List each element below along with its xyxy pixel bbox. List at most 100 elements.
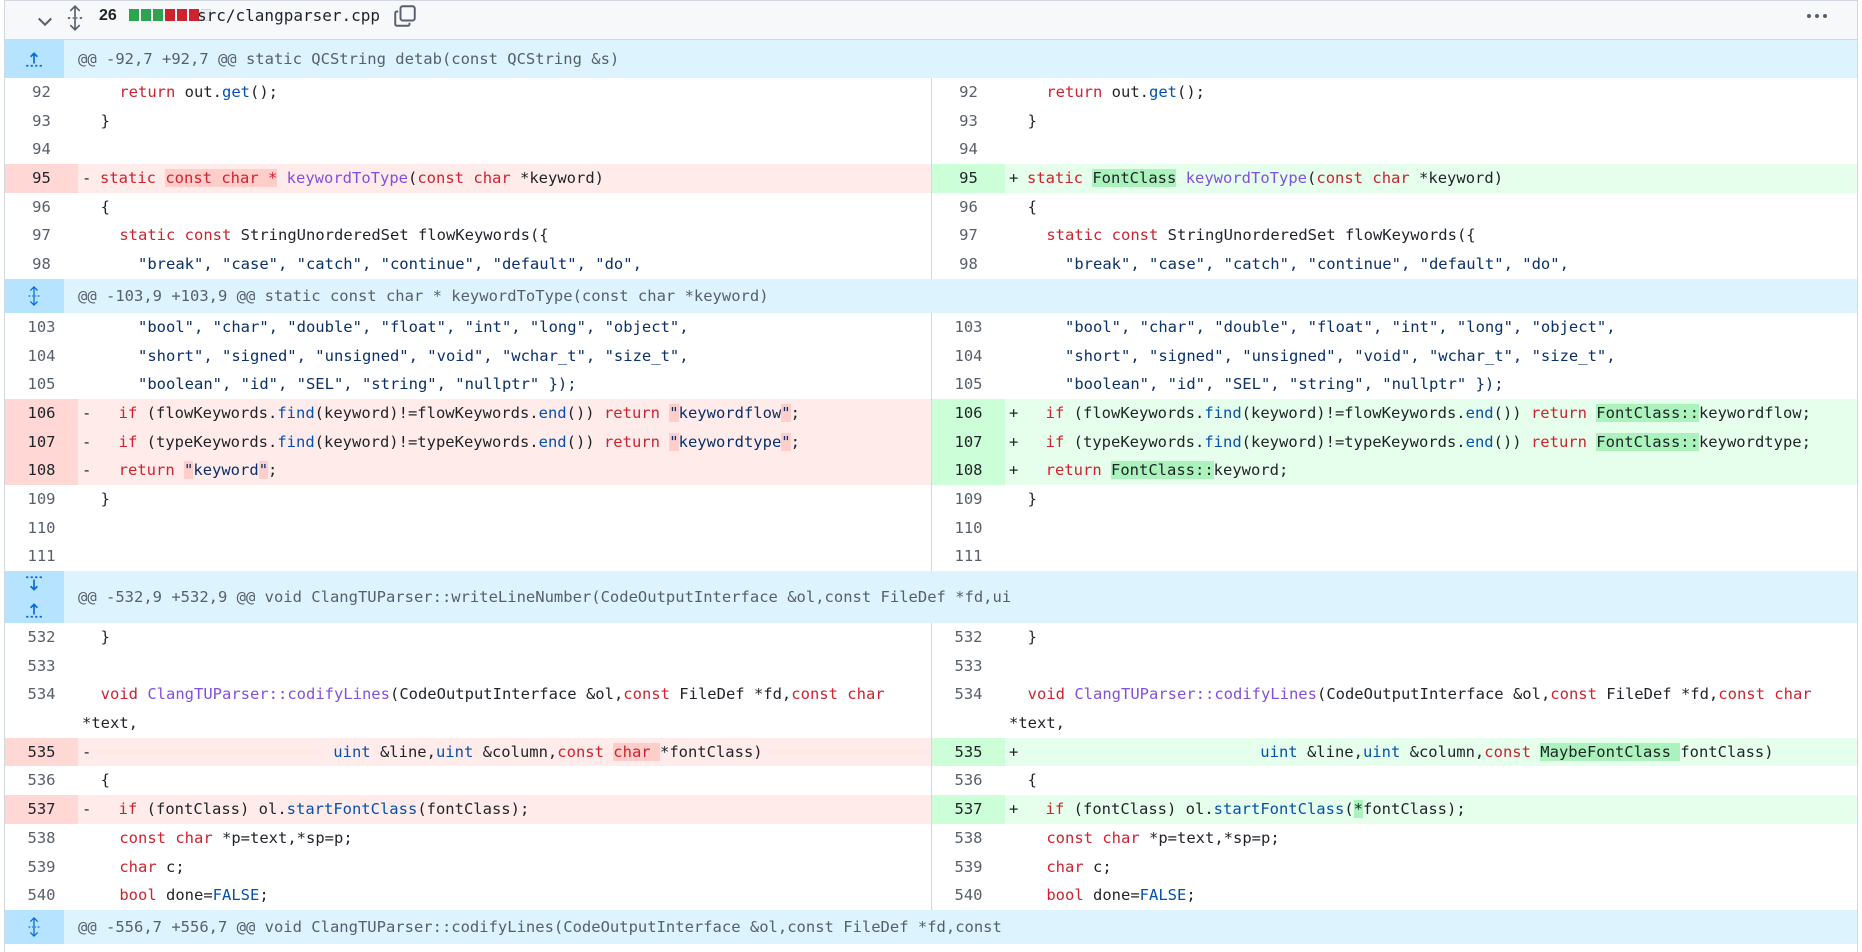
line-number[interactable]: 93 [32, 111, 51, 130]
line-number[interactable]: 109 [27, 489, 56, 508]
code-line: "short", "signed", "unsigned", "void", "… [138, 346, 689, 365]
line-number[interactable]: 108 [932, 456, 1005, 485]
unfold-icon[interactable] [65, 5, 85, 31]
code-line: { [100, 197, 111, 216]
hunk-header: @@ -556,7 +556,7 @@ void ClangTUParser::… [5, 909, 1857, 944]
line-number[interactable]: 96 [32, 197, 51, 216]
line-number[interactable]: 533 [954, 656, 983, 675]
line-number[interactable]: 104 [27, 346, 56, 365]
hunk-text: @@ -532,9 +532,9 @@ void ClangTUParser::… [78, 588, 1012, 606]
code-line-deleted: - if (typeKeywords.find(keyword)!=typeKe… [78, 427, 931, 457]
code-line: { [1027, 771, 1038, 790]
line-number[interactable]: 106 [932, 398, 1005, 428]
hunk-header: @@ -92,7 +92,7 @@ static QCString detab(… [5, 40, 1857, 78]
expand-up-button[interactable] [5, 40, 64, 78]
diff-row: 540 bool done=FALSE; 540 bool done=FALSE… [5, 881, 1857, 910]
line-number[interactable]: 532 [27, 628, 56, 646]
line-number[interactable]: 107 [932, 427, 1005, 457]
code-line: { [1027, 197, 1038, 216]
code-line-added: + if (typeKeywords.find(keyword)!=typeKe… [1005, 427, 1857, 457]
line-number[interactable]: 537 [932, 795, 1005, 824]
line-number[interactable]: 94 [959, 140, 978, 159]
code-line: bool done=FALSE; [119, 886, 269, 905]
hunk-text: @@ -92,7 +92,7 @@ static QCString detab(… [78, 50, 620, 68]
line-number[interactable]: 108 [5, 456, 78, 485]
expand-down-button[interactable] [5, 571, 64, 597]
line-number[interactable]: 109 [954, 489, 983, 508]
line-number[interactable]: 538 [27, 828, 56, 847]
file-path[interactable]: src/clangparser.cpp [197, 6, 381, 25]
line-number[interactable]: 532 [954, 628, 983, 646]
code-line: void ClangTUParser::codifyLines(CodeOutp… [82, 685, 885, 733]
line-number[interactable]: 97 [32, 226, 51, 245]
expand-up-button[interactable] [5, 597, 64, 623]
line-number[interactable]: 106 [5, 398, 78, 428]
kebab-menu-icon[interactable] [1805, 6, 1829, 26]
code-line-added: +static FontClass keywordToType(const ch… [1005, 164, 1857, 193]
line-number[interactable]: 104 [954, 346, 983, 365]
line-number[interactable]: 103 [27, 317, 56, 336]
line-number[interactable]: 538 [954, 828, 983, 847]
code-line: static const StringUnorderedSet flowKeyw… [119, 226, 549, 245]
line-number[interactable]: 534 [954, 685, 983, 704]
line-number[interactable]: 105 [27, 375, 56, 394]
code-line [78, 135, 931, 164]
code-line [78, 652, 931, 681]
line-number[interactable]: 536 [27, 771, 56, 790]
line-number[interactable]: 105 [954, 375, 983, 394]
file-header: 26 src/clangparser.cpp [5, 0, 1857, 40]
line-number[interactable]: 540 [954, 886, 983, 905]
copy-icon[interactable] [393, 4, 417, 28]
diffstat-block [141, 9, 151, 21]
line-number[interactable]: 97 [959, 226, 978, 245]
diff-row: 532 } 532 } [5, 623, 1857, 652]
hunk-header: @@ -532,9 +532,9 @@ void ClangTUParser::… [5, 571, 1857, 623]
diff-row: 92 return out.get(); 92 return out.get()… [5, 78, 1857, 107]
expand-both-button[interactable] [5, 909, 64, 944]
code-line [1005, 514, 1857, 543]
line-number[interactable]: 539 [27, 857, 56, 876]
diffstat-block [201, 9, 211, 21]
line-number[interactable]: 107 [5, 427, 78, 457]
diff-row: 109 } 109 } [5, 484, 1857, 514]
line-number[interactable]: 110 [27, 518, 56, 537]
diff-row: 93 } 93 } [5, 106, 1857, 136]
line-number[interactable]: 535 [5, 737, 78, 767]
code-line [1005, 542, 1857, 571]
line-number[interactable]: 533 [27, 656, 56, 675]
diff-row: 539 char c; 539 char c; [5, 852, 1857, 882]
code-line: bool done=FALSE; [1046, 886, 1196, 905]
line-number[interactable]: 111 [954, 547, 983, 566]
line-number[interactable]: 93 [959, 111, 978, 130]
line-number[interactable]: 535 [932, 737, 1005, 767]
code-line: "bool", "char", "double", "float", "int"… [1065, 317, 1616, 336]
line-number[interactable]: 98 [959, 255, 978, 274]
code-line-added: + return FontClass::keyword; [1005, 456, 1857, 485]
code-line: return out.get(); [1046, 83, 1205, 101]
diff-row: 534 void ClangTUParser::codifyLines(Code… [5, 680, 1857, 738]
code-line: } [100, 628, 111, 646]
line-number[interactable]: 534 [27, 685, 56, 704]
code-line-deleted: - if (fontClass) ol.startFontClass(fontC… [78, 795, 931, 824]
line-number[interactable]: 103 [954, 317, 983, 336]
line-number[interactable]: 536 [954, 771, 983, 790]
chevron-down-icon[interactable] [35, 11, 55, 31]
line-number[interactable]: 539 [954, 857, 983, 876]
code-line-deleted: - if (flowKeywords.find(keyword)!=flowKe… [78, 398, 931, 428]
code-line [1005, 652, 1857, 681]
line-number[interactable]: 98 [32, 255, 51, 274]
line-number[interactable]: 95 [932, 164, 1005, 193]
line-number[interactable]: 96 [959, 197, 978, 216]
code-line-deleted: -static const char * keywordToType(const… [78, 164, 931, 193]
expand-both-button[interactable] [5, 278, 64, 313]
code-line: "break", "case", "catch", "continue", "d… [138, 255, 642, 274]
line-number[interactable]: 92 [32, 83, 51, 101]
line-number[interactable]: 110 [954, 518, 983, 537]
line-number[interactable]: 540 [27, 886, 56, 905]
expand-down-icon [26, 576, 42, 591]
line-number[interactable]: 92 [959, 83, 978, 101]
line-number[interactable]: 537 [5, 795, 78, 824]
line-number[interactable]: 94 [32, 140, 51, 159]
line-number[interactable]: 95 [5, 164, 78, 193]
line-number[interactable]: 111 [27, 547, 56, 566]
